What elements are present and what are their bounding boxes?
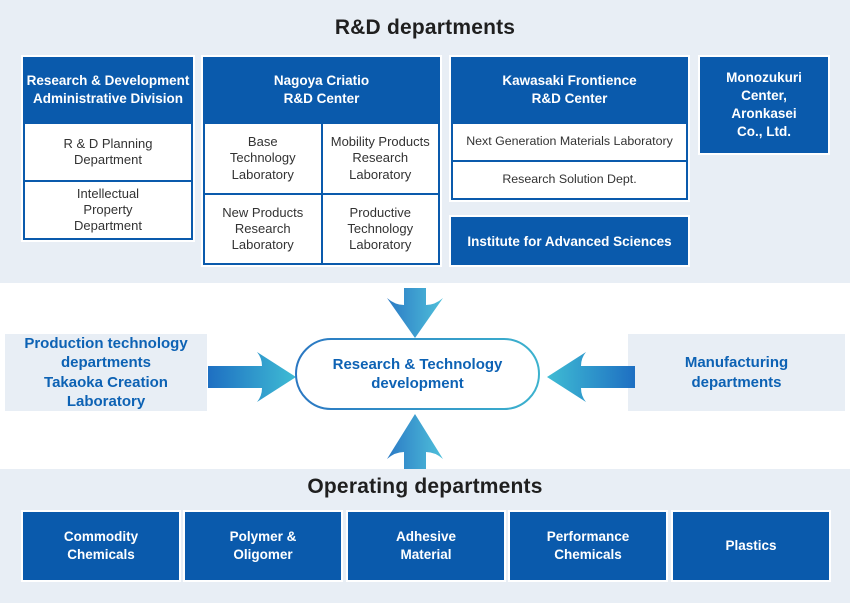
nagoya-grid: Base Technology Laboratory Mobility Prod…	[203, 122, 440, 265]
operating-box-polymer-oligomer: Polymer & Oligomer	[185, 512, 341, 580]
center-pill-border	[295, 338, 540, 410]
planning-dept-cell: R & D Planning Department	[23, 122, 193, 182]
kawasaki-column: Kawasaki Frontience R&D Center Next Gene…	[451, 57, 688, 200]
production-tech-label: Production technology departments Takaok…	[5, 334, 207, 411]
arrow-left-icon	[547, 352, 635, 402]
arrow-down-icon	[387, 288, 443, 338]
mobility-products-cell: Mobility Products Research Laboratory	[322, 124, 438, 193]
operating-section-title: Operating departments	[307, 475, 543, 498]
monozukuri-box: Monozukuri Center, Aronkasei Co., Ltd.	[700, 57, 828, 153]
operating-box-commodity-chemicals: Commodity Chemicals	[23, 512, 179, 580]
nagoya-column: Nagoya Criatio R&D Center Base Technolog…	[203, 57, 440, 265]
institute-advanced-sciences-box: Institute for Advanced Sciences	[451, 217, 688, 265]
new-products-cell: New Products Research Laboratory	[205, 195, 321, 263]
arrow-up-icon	[387, 414, 443, 469]
admin-division-column: Research & Development Administrative Di…	[23, 57, 193, 240]
productive-tech-cell: Productive Technology Laboratory	[322, 195, 438, 263]
base-tech-cell: Base Technology Laboratory	[205, 124, 321, 193]
center-pill: Research & Technology development	[295, 338, 540, 410]
next-gen-materials-cell: Next Generation Materials Laboratory	[451, 122, 688, 162]
nagoya-header: Nagoya Criatio R&D Center	[203, 57, 440, 122]
admin-division-header: Research & Development Administrative Di…	[23, 57, 193, 122]
rd-section-title: R&D departments	[334, 16, 516, 39]
arrow-right-icon	[208, 352, 296, 402]
operating-box-plastics: Plastics	[673, 512, 829, 580]
manufacturing-label: Manufacturing departments	[628, 334, 845, 411]
intellectual-property-cell: Intellectual Property Department	[23, 180, 193, 240]
kawasaki-header: Kawasaki Frontience R&D Center	[451, 57, 688, 122]
center-pill-label: Research & Technology development	[332, 355, 503, 393]
operating-box-performance-chemicals: Performance Chemicals	[510, 512, 666, 580]
operating-box-adhesive-material: Adhesive Material	[348, 512, 504, 580]
research-solution-cell: Research Solution Dept.	[451, 160, 688, 200]
